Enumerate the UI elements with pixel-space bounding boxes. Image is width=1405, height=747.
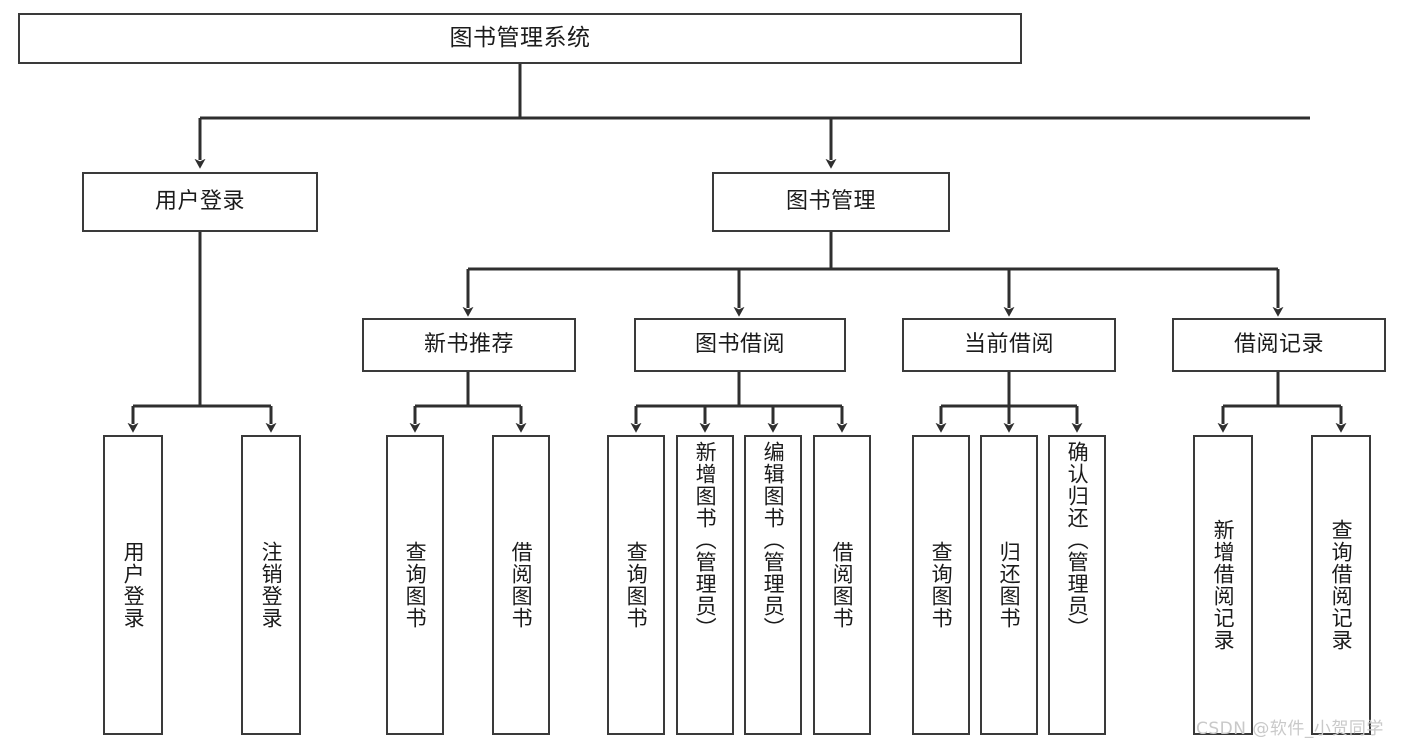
leaf-query-book-1-label: 查询图书 xyxy=(403,541,428,629)
leaf-user-login[interactable]: 用户登录 xyxy=(103,435,163,735)
node-book-borrow[interactable]: 图书借阅 xyxy=(634,318,846,372)
node-borrow-record-label: 借阅记录 xyxy=(1233,332,1324,358)
leaf-query-book-3-label: 查询图书 xyxy=(929,541,954,629)
leaf-edit-book[interactable]: 编辑图书（管理员） xyxy=(744,435,802,735)
leaf-add-book-label: 新增图书（管理员） xyxy=(693,441,718,639)
leaf-confirm-return[interactable]: 确认归还（管理员） xyxy=(1048,435,1106,735)
node-root[interactable]: 图书管理系统 xyxy=(18,13,1022,64)
leaf-borrow-book-2-label: 借阅图书 xyxy=(830,541,855,629)
leaf-add-record[interactable]: 新增借阅记录 xyxy=(1193,435,1253,735)
node-current-borrow-label: 当前借阅 xyxy=(963,332,1054,358)
leaf-add-record-label: 新增借阅记录 xyxy=(1211,519,1236,651)
leaf-query-book-2[interactable]: 查询图书 xyxy=(607,435,665,735)
leaf-query-book-3[interactable]: 查询图书 xyxy=(912,435,970,735)
leaf-query-record[interactable]: 查询借阅记录 xyxy=(1311,435,1371,735)
leaf-borrow-book-1-label: 借阅图书 xyxy=(509,541,534,629)
leaf-return-book[interactable]: 归还图书 xyxy=(980,435,1038,735)
leaf-return-book-label: 归还图书 xyxy=(997,541,1022,629)
leaf-query-book-1[interactable]: 查询图书 xyxy=(386,435,444,735)
leaf-confirm-return-label: 确认归还（管理员） xyxy=(1065,441,1090,639)
leaf-edit-book-label: 编辑图书（管理员） xyxy=(761,441,786,639)
leaf-user-logout[interactable]: 注销登录 xyxy=(241,435,301,735)
leaf-borrow-book-2[interactable]: 借阅图书 xyxy=(813,435,871,735)
leaf-borrow-book-1[interactable]: 借阅图书 xyxy=(492,435,550,735)
node-user-login-label: 用户登录 xyxy=(154,189,245,215)
node-user-login[interactable]: 用户登录 xyxy=(82,172,318,232)
node-borrow-record[interactable]: 借阅记录 xyxy=(1172,318,1386,372)
leaf-user-login-label: 用户登录 xyxy=(121,541,146,629)
leaf-user-logout-label: 注销登录 xyxy=(259,541,284,629)
node-new-book-recommend-label: 新书推荐 xyxy=(423,332,514,358)
node-book-borrow-label: 图书借阅 xyxy=(694,332,785,358)
leaf-add-book[interactable]: 新增图书（管理员） xyxy=(676,435,734,735)
node-book-manage-label: 图书管理 xyxy=(785,189,876,215)
leaf-query-record-label: 查询借阅记录 xyxy=(1329,519,1354,651)
csdn-watermark: CSDN @软件_小贺同学 xyxy=(1196,719,1384,739)
node-current-borrow[interactable]: 当前借阅 xyxy=(902,318,1116,372)
leaf-query-book-2-label: 查询图书 xyxy=(624,541,649,629)
node-book-manage[interactable]: 图书管理 xyxy=(712,172,950,232)
node-root-label: 图书管理系统 xyxy=(449,24,591,51)
node-new-book-recommend[interactable]: 新书推荐 xyxy=(362,318,576,372)
